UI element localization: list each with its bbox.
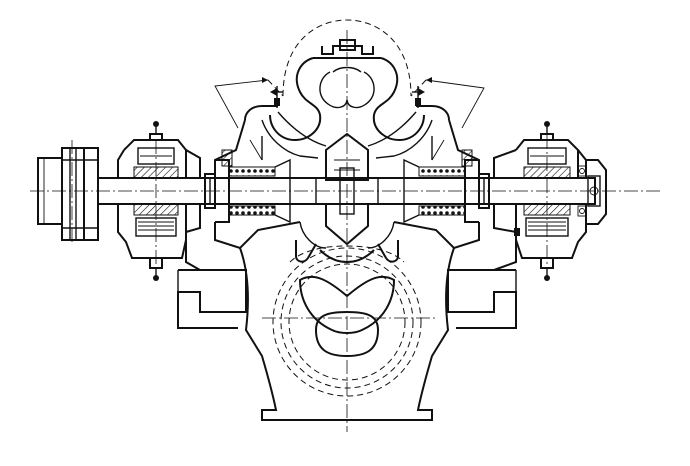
discharge-flange-block (339, 39, 356, 51)
upper-casing (214, 39, 480, 181)
left-inner-lobe (319, 71, 348, 109)
suction-chamber-lower (314, 310, 380, 358)
suction-ring-1 (288, 263, 406, 381)
discharge-volute-dashed (214, 19, 485, 129)
coupling-flange-right (83, 147, 99, 241)
right-foot (447, 269, 517, 329)
suction-ring-2 (280, 255, 414, 389)
stuffing-boxes (215, 149, 479, 224)
left-bearing-race-bottom (133, 203, 179, 216)
suction-ring-3 (272, 247, 422, 397)
right-arrow-head (426, 77, 432, 83)
left-bearing-housing (117, 121, 201, 281)
coupling (37, 147, 99, 241)
left-packing-bottom (228, 205, 276, 216)
left-drain-plug-icon (153, 275, 159, 281)
left-packing-top (228, 166, 276, 177)
discharge-flange-outline (282, 19, 412, 97)
left-bearing-race-top (133, 166, 179, 179)
right-drain-plug-icon (544, 275, 550, 281)
right-vent-pipe (425, 79, 485, 129)
right-bearing-race-bottom (523, 203, 571, 216)
left-volute-lobe (269, 57, 322, 142)
left-foot (177, 269, 247, 329)
impeller-hub-upper (325, 132, 369, 181)
right-oil-plug-icon (544, 121, 550, 127)
right-end-cover (586, 159, 607, 225)
left-vent-valve (270, 86, 283, 108)
right-volute-lobe (372, 57, 425, 142)
casing-body-outline (239, 247, 455, 421)
discharge-neck-top (321, 45, 374, 55)
right-packing-bottom (418, 205, 466, 216)
impeller-key (339, 167, 355, 215)
right-suction-eye (377, 240, 399, 263)
coupling-flange-left (61, 147, 85, 241)
right-bearing-cap (515, 139, 579, 178)
left-oil-plug-icon (153, 121, 159, 127)
vent-valves (270, 86, 425, 108)
left-suction-eye (295, 240, 317, 263)
left-arrow-head (262, 77, 268, 83)
right-bearing-housing (493, 121, 607, 281)
left-vent-pipe (214, 79, 269, 129)
left-bearing-cap (123, 139, 187, 178)
left-oil-reservoir (135, 217, 177, 237)
impeller-hub-lower (325, 204, 369, 246)
right-oil-reservoir (525, 217, 569, 237)
right-vent-valve (412, 86, 425, 108)
right-bearing-race-top (523, 166, 571, 179)
right-packing-top (418, 166, 466, 177)
centerlines (30, 30, 662, 432)
suction-chamber-upper (298, 275, 396, 334)
lower-casing (177, 204, 517, 421)
